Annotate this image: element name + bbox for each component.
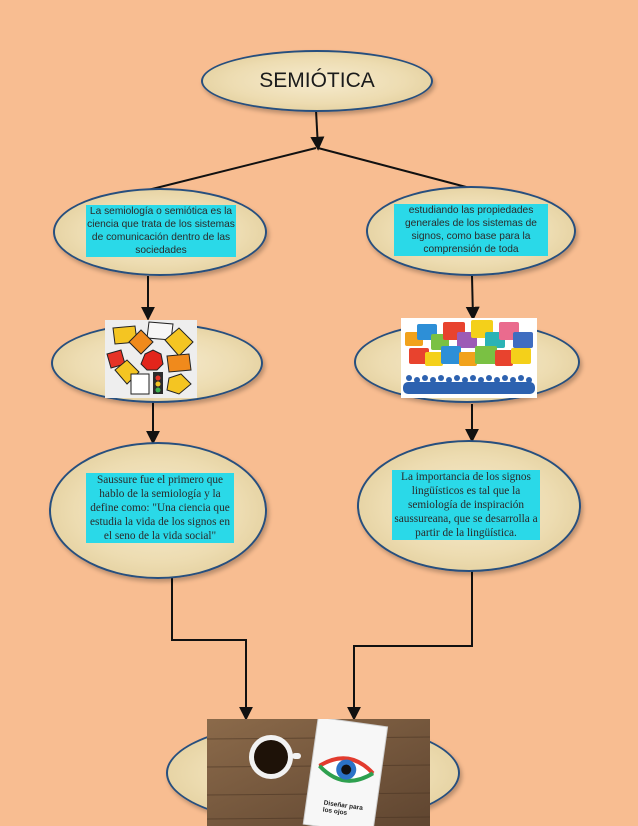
saussure-label: Saussure fue el primero que hablo de la …: [86, 456, 234, 560]
connector-right-3: [347, 570, 473, 721]
definition-text-right: estudiando las propiedades generales de …: [394, 204, 548, 256]
connector-right-1: [465, 275, 480, 321]
definition-text-left: La semiología o semiótica es la ciencia …: [86, 205, 236, 257]
title-node: [201, 50, 433, 112]
connector-title-left: [147, 147, 317, 191]
connector-title-down: [310, 109, 325, 151]
traffic-signs-image: [105, 320, 197, 398]
title-text: SEMIÓTICA: [259, 69, 375, 92]
traffic-signs-icon: [105, 320, 197, 398]
connector-title-right: [317, 147, 471, 189]
title-label: SEMIÓTICA: [201, 50, 433, 112]
connector-left-3: [171, 577, 253, 721]
coffee-book-photo: Diseñar para los ojos: [207, 719, 430, 826]
speech-bubbles-icon: [401, 318, 537, 398]
definition-label-left: La semiología o semiótica es la ciencia …: [86, 196, 236, 266]
definition-label-right: estudiando las propiedades generales de …: [394, 194, 548, 266]
saussure-text: Saussure fue el primero que hablo de la …: [86, 473, 234, 543]
importance-label: La importancia de los signos lingüístico…: [392, 456, 540, 554]
speech-bubbles-image: [401, 318, 537, 398]
importance-text: La importancia de los signos lingüístico…: [392, 470, 540, 540]
coffee-book-icon: [207, 719, 430, 826]
